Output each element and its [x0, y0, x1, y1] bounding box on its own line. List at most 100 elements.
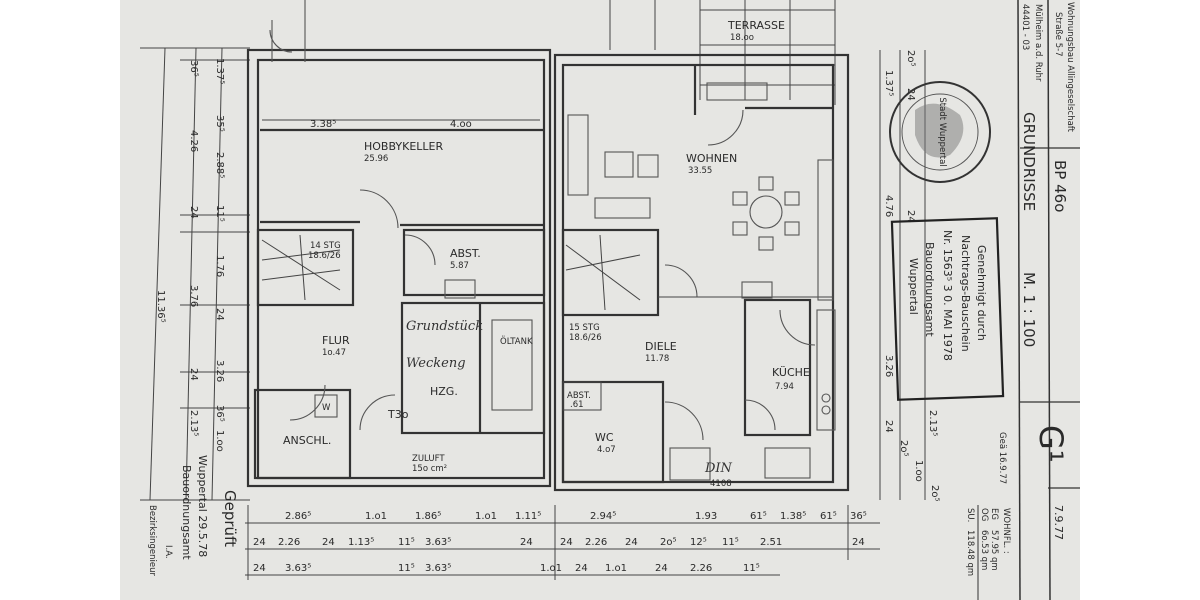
- company-line: 44401 - 03: [1020, 4, 1030, 50]
- stamp-line: I.A.: [163, 545, 173, 559]
- dim-label: 2o⁵: [660, 537, 677, 548]
- room-flur: FLUR: [322, 334, 350, 347]
- living-area-floor: EG: [989, 508, 999, 520]
- washer-label: W: [322, 403, 331, 413]
- handwritten-note: Grundstück: [406, 319, 483, 334]
- handwritten-note: Weckeng: [406, 356, 466, 371]
- dim-label: 35⁵: [214, 115, 225, 132]
- dim-label: 24: [322, 537, 335, 548]
- stamp-line: Nachtrags-Bauschein: [959, 235, 972, 352]
- dim-label: 24: [560, 537, 573, 548]
- company-line: Wohnungsbau Allingeselschaft: [1065, 2, 1075, 133]
- stamp-line: Bezirksingenieur: [147, 505, 157, 576]
- ground-floor-walls: [553, 0, 850, 492]
- basement-labels: 3.38⁵ 4.oo HOBBYKELLER 25.96 ABST. 5.87 …: [283, 119, 533, 474]
- dim-label: 3.63⁵: [425, 563, 451, 574]
- left-dimension-lines: [140, 47, 250, 501]
- room-area: 4.o7: [597, 445, 616, 455]
- living-area-floor: OG: [979, 508, 989, 521]
- dim-label: 1.o1: [365, 511, 387, 522]
- dim-label: 2.13⁵: [927, 410, 938, 436]
- drawing-scale: M. 1 : 100: [1020, 272, 1038, 347]
- dim-label: 11⁵: [743, 563, 760, 574]
- living-area-floor: SU.: [965, 508, 975, 522]
- room-area: .61: [570, 400, 584, 410]
- checked-stamp: Geprüft Wuppertal 29.5.78 Bauordnungsamt…: [147, 455, 239, 576]
- dim-label: 2.86⁵: [285, 511, 311, 522]
- drawing-title: GRUNDRISSE: [1020, 112, 1038, 211]
- dim-label: 2.26: [585, 537, 607, 548]
- room-hobbykeller: HOBBYKELLER: [364, 140, 444, 153]
- dim-label: 2.13⁵: [188, 410, 199, 436]
- living-area-value: 57.95 qm: [989, 530, 999, 571]
- dim-label: 24: [188, 368, 199, 381]
- room-area: 18.oo: [730, 33, 754, 43]
- dim-label: 1.o1: [475, 511, 497, 522]
- dim-label: 1.13⁵: [348, 537, 374, 548]
- project-number: BP 46o: [1051, 160, 1069, 212]
- dim-label: 24: [655, 563, 668, 574]
- dim-label: 24: [188, 206, 199, 219]
- dim-label: 2o⁵: [929, 485, 940, 502]
- stairs-label: 18.6/26: [308, 251, 341, 261]
- sheet-number: G¹: [1032, 425, 1070, 463]
- room-anschluss: ANSCHL.: [283, 434, 331, 447]
- dim-label: 24: [625, 537, 638, 548]
- dim-label: 4.oo: [450, 119, 472, 130]
- dim-label: 24: [852, 537, 865, 548]
- room-area: 1o.47: [322, 348, 346, 358]
- dim-label: 1.oo: [913, 460, 924, 482]
- dim-label: 24: [253, 563, 266, 574]
- dim-label: 11⁵: [398, 563, 415, 574]
- official-seal: Stadt Wuppertal: [889, 81, 991, 183]
- dim-label: 1.76: [214, 255, 225, 277]
- dim-label: 24: [575, 563, 588, 574]
- dim-label: 3.26: [883, 355, 894, 377]
- dim-label: 2o⁵: [898, 440, 909, 457]
- seal-text: Stadt Wuppertal: [937, 97, 947, 166]
- dim-label: 61⁵: [820, 511, 837, 522]
- stamp-line: Geprüft: [221, 490, 239, 547]
- title-block: Wohnungsbau Allingeselschaft Straße 5-7 …: [965, 0, 1080, 600]
- company-line: Straße 5-7: [1053, 12, 1063, 57]
- dim-label: 2.94⁵: [590, 511, 616, 522]
- dim-label: 2.88⁵: [214, 152, 225, 178]
- dim-label: 24: [520, 537, 533, 548]
- stamp-line: Bauordnungsamt: [923, 242, 936, 337]
- dim-label: 3.76: [188, 285, 199, 307]
- dim-label: 2.26: [278, 537, 300, 548]
- dim-label: 1.37⁵: [214, 58, 225, 84]
- room-abstellraum: ABST.: [450, 247, 481, 260]
- room-area: 25.96: [364, 154, 388, 164]
- dim-label: 11⁵: [398, 537, 415, 548]
- revision-note: Geä 16.9.77: [997, 432, 1007, 484]
- air-inlet-label: 15o cm²: [412, 464, 447, 474]
- room-wohnen: WOHNEN: [686, 152, 737, 165]
- dim-label: 4.76: [883, 195, 894, 217]
- din-note: 4108: [710, 479, 732, 489]
- dim-label: 1.37⁵: [883, 70, 894, 96]
- dim-label: 36⁵: [188, 60, 199, 77]
- bottom-dimension-lines: [245, 505, 880, 580]
- dim-label: 24: [905, 88, 916, 101]
- dim-label: 1.11⁵: [515, 511, 541, 522]
- dim-label: 3.26: [214, 360, 225, 382]
- dim-label: 24: [905, 210, 916, 223]
- dim-label: 12⁵: [690, 537, 707, 548]
- stamp-line: Wuppertal 29.5.78: [196, 455, 209, 557]
- dim-label: 4.26: [188, 130, 199, 152]
- dim-left-outer: 11.36⁵: [155, 290, 166, 323]
- drawing-date: 7.9.77: [1052, 505, 1065, 540]
- dim-label: 1.o1: [540, 563, 562, 574]
- air-inlet-label: ZULUFT: [412, 454, 445, 464]
- room-area: 11.78: [645, 354, 669, 364]
- door-rating: T3o: [387, 408, 409, 421]
- stamp-line: Genehmigt durch: [975, 245, 988, 341]
- room-area: 7.94: [775, 382, 794, 392]
- stairs-label: 15 STG: [569, 323, 600, 333]
- dim-label: 24: [253, 537, 266, 548]
- dim-label: 3.63⁵: [425, 537, 451, 548]
- dim-label: 61⁵: [750, 511, 767, 522]
- stamp-line: Wuppertal: [907, 258, 920, 315]
